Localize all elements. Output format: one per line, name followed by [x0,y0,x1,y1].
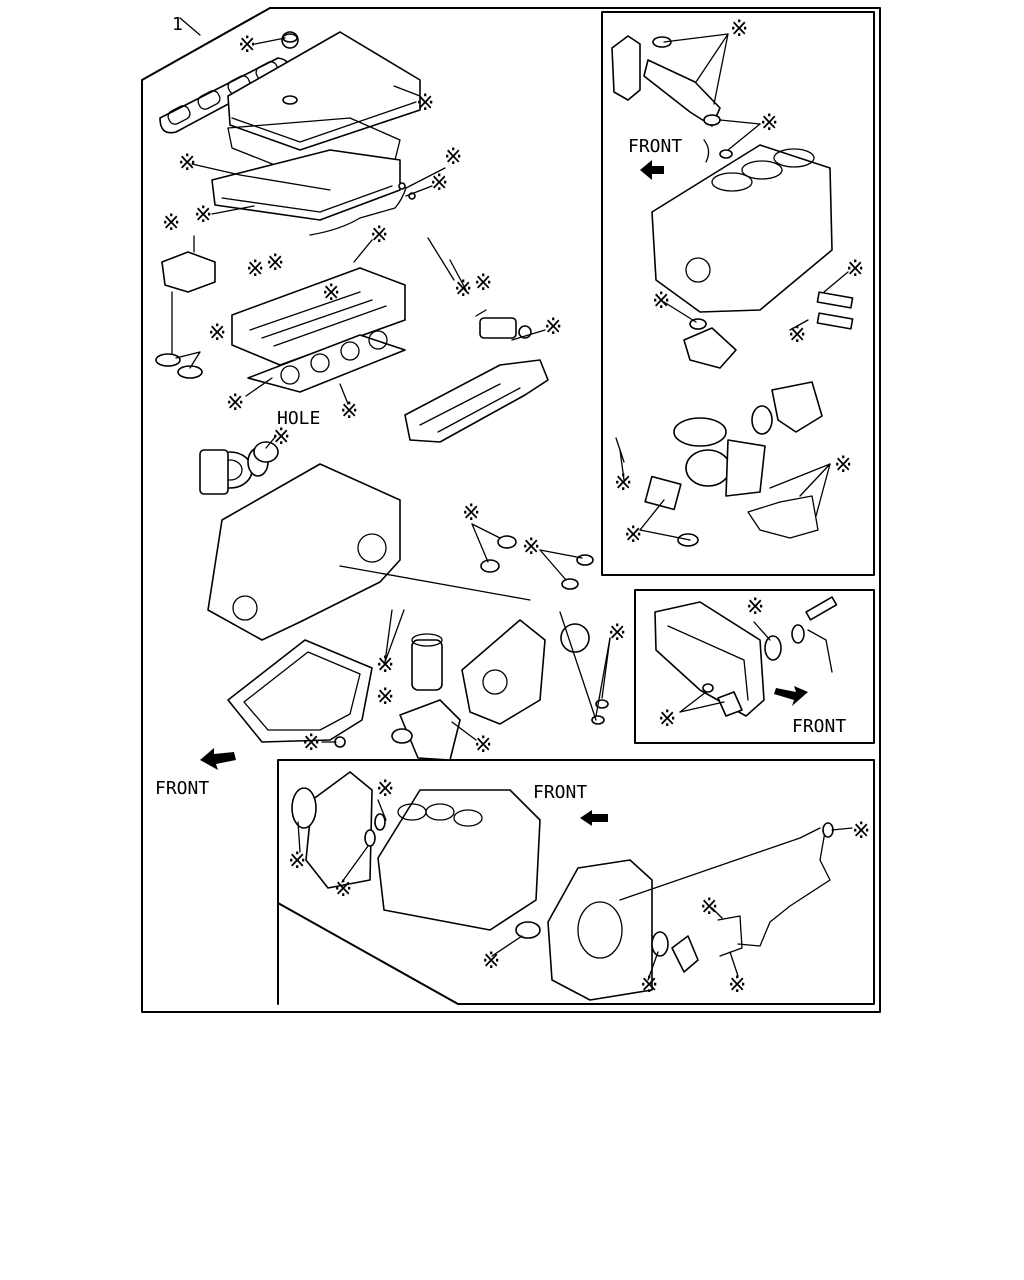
egr-cooler-pipe [611,35,733,163]
cylinder-block-inset [651,144,854,369]
kit-mark: ※ [608,621,626,646]
front-label-egr: FRONT [628,136,682,157]
kit-mark: ※ [482,949,500,974]
kit-mark: ※ [376,777,394,802]
front-arrow-rear [580,810,608,826]
kit-mark: ※ [658,707,676,732]
oil-pan [227,639,373,743]
thermostat-housing [155,251,216,379]
kit-mark: ※ [760,111,778,136]
kit-marks: ※ ※ ※ ※ ※ ※ ※ ※ ※ ※ ※ ※ ※ ※ ※ ※ ※ ※ ※ ※ … [162,17,870,998]
leader-lines-rear [297,799,853,981]
inset-side-cover [634,589,875,744]
kit-mark: ※ [640,973,658,998]
kit-mark: ※ [454,277,472,302]
kit-mark: ※ [652,289,670,314]
inset-rear-housing [277,759,875,1005]
kit-mark: ※ [340,399,358,424]
kit-mark: ※ [162,211,180,236]
kit-boundary [141,7,881,1013]
kit-mark: ※ [462,501,480,526]
item-number: 1 [172,14,183,35]
front-label-rear: FRONT [533,782,587,803]
kit-mark: ※ [474,271,492,296]
kit-mark: ※ [416,91,434,116]
kit-mark: ※ [194,203,212,228]
kit-mark: ※ [288,849,306,874]
leader-lines-main [175,37,611,743]
kit-mark: ※ [852,819,870,844]
oil-cooler-housing [391,699,461,761]
kit-mark: ※ [444,145,462,170]
front-label-main: FRONT [155,778,209,799]
hole-label: HOLE [277,408,320,429]
kit-mark: ※ [226,391,244,416]
front-cover-rear-inset [291,771,386,889]
kit-mark: ※ [266,251,284,276]
kit-mark: ※ [522,535,540,560]
cylinder-head-cover [227,31,421,151]
fuel-injection-pump [199,447,269,495]
side-cover-inset [654,596,838,717]
kit-mark: ※ [238,33,256,58]
rocker-cover-gasket-lower [211,149,401,221]
egr-valve [479,317,532,339]
flywheel-housing [515,859,699,1001]
cylinder-head-gasket [247,330,406,393]
kit-mark: ※ [334,877,352,902]
kit-mark: ※ [370,223,388,248]
kit-mark: ※ [624,523,642,548]
kit-mark: ※ [730,17,748,42]
kit-mark: ※ [208,321,226,346]
kit-mark: ※ [788,323,806,348]
kit-mark: ※ [544,315,562,340]
kit-mark: ※ [834,453,852,478]
kit-mark: ※ [376,653,394,678]
kit-mark: ※ [178,151,196,176]
inset-egr-turbo [601,11,875,576]
oil-pump-body [461,619,546,725]
leader-lines-egr [619,33,849,541]
front-arrow-main [200,748,236,770]
front-label-side: FRONT [792,716,846,737]
kit-mark: ※ [700,895,718,920]
leader-lines-side [679,621,771,713]
kit-mark: ※ [846,257,864,282]
kit-mark: ※ [272,425,290,450]
kit-mark: ※ [376,685,394,710]
kit-mark: ※ [728,973,746,998]
front-arrow-side [774,686,808,706]
cylinder-block [207,463,401,641]
kit-mark: ※ [474,733,492,758]
kit-mark: ※ [322,281,340,306]
kit-mark: ※ [430,171,448,196]
exhaust-manifold [404,359,549,443]
cylinder-head [231,267,406,366]
kit-mark: ※ [614,471,632,496]
oil-filter [411,633,443,691]
front-arrow-egr [640,160,664,180]
cylinder-block-rear-inset [377,789,541,931]
kit-mark: ※ [246,257,264,282]
kit-mark: ※ [302,731,320,756]
turbocharger [615,381,823,547]
kit-mark: ※ [746,595,764,620]
